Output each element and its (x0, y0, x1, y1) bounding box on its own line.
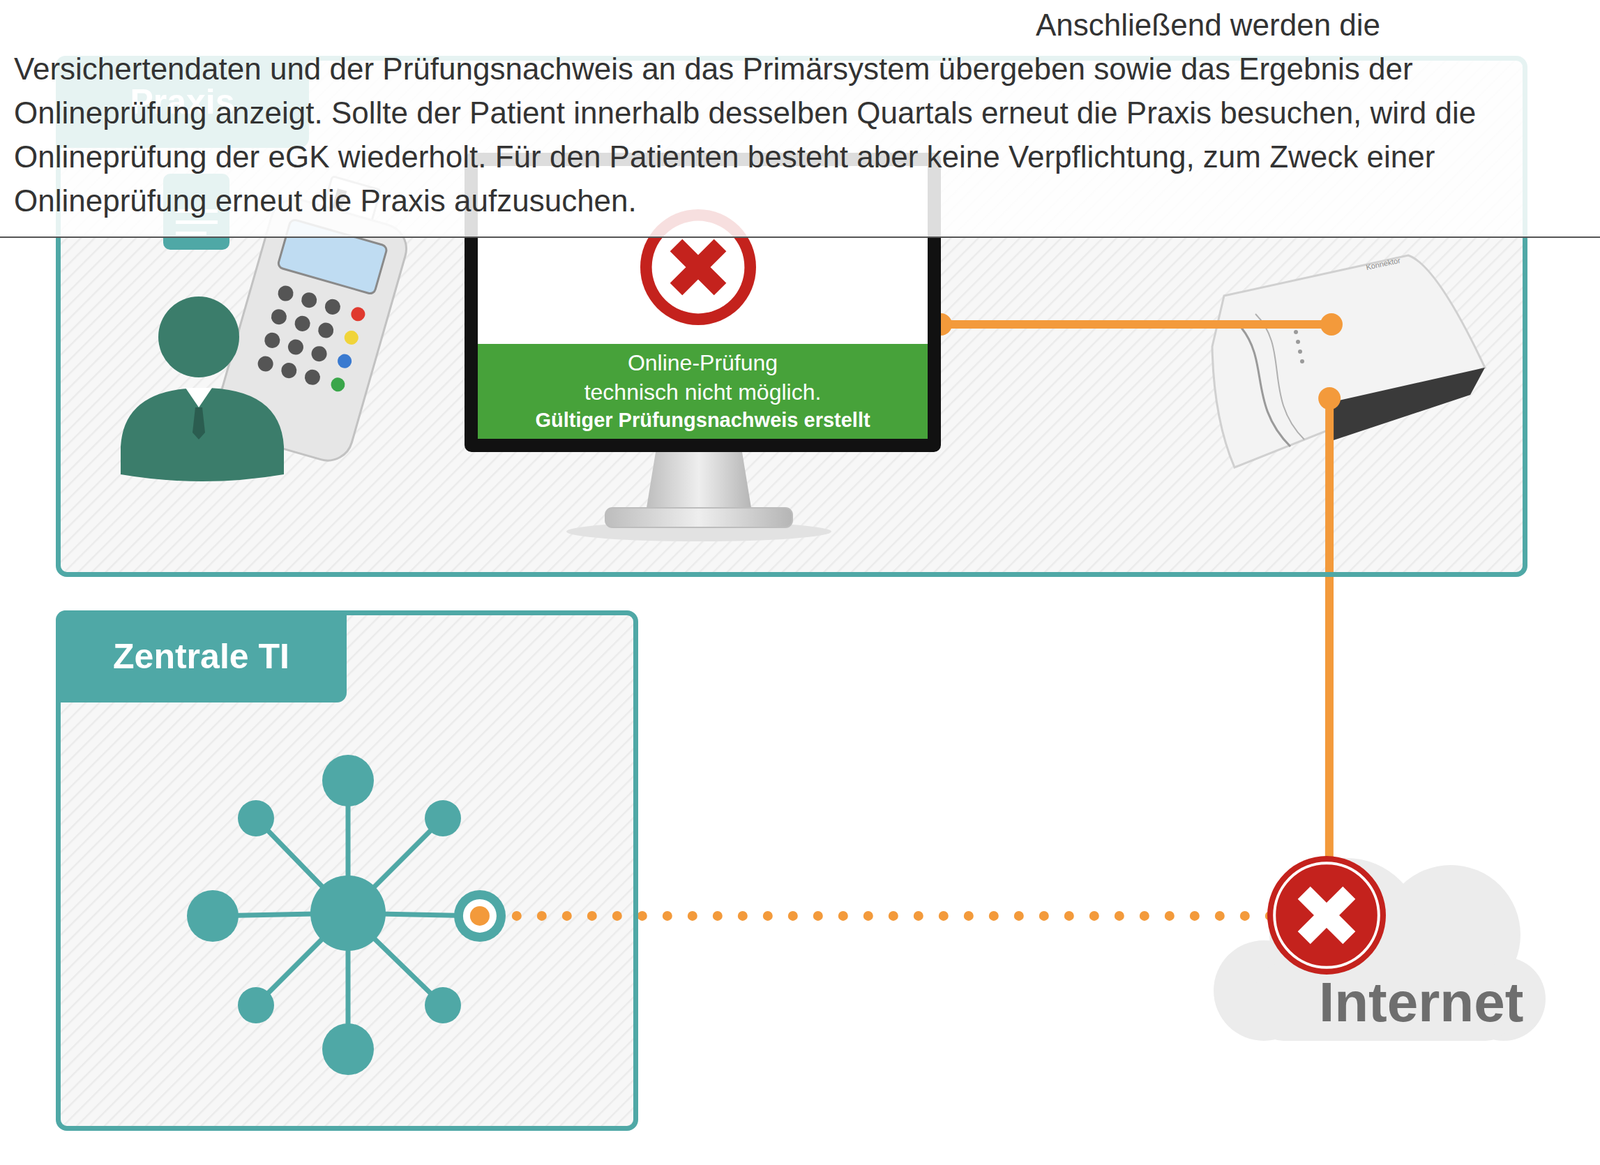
card-terminal (316, 320, 336, 340)
connector-end-dot (1318, 387, 1341, 410)
connector-end-dot (470, 906, 490, 926)
connector-line (940, 320, 1332, 329)
card-terminal (285, 337, 305, 357)
card-terminal (302, 367, 322, 387)
network-icon (186, 754, 506, 1075)
connector-device (1212, 255, 1485, 468)
card-terminal (336, 352, 354, 370)
connector-device (1297, 349, 1303, 354)
error-symbol (1267, 855, 1386, 975)
network-icon (237, 986, 275, 1024)
connector-line (1325, 398, 1334, 858)
status-text: Online-Prüfung technisch nicht möglich. (578, 348, 828, 407)
person-icon (158, 296, 240, 378)
device-label-holder: Konnektor (1364, 255, 1402, 272)
card-terminal (269, 307, 289, 327)
cloud-label-holder: Internet (1318, 974, 1524, 1031)
region-title: Zentrale TI (112, 636, 290, 677)
connector-device (1212, 255, 1485, 468)
connector-end-dot (1320, 313, 1343, 336)
person-icon (120, 387, 284, 482)
monitor-stand (645, 451, 752, 512)
network-icon (424, 800, 462, 837)
error-symbol (640, 209, 757, 326)
dotted-connector (479, 910, 1271, 921)
card-terminal (276, 283, 296, 303)
card-terminal (262, 330, 282, 350)
connector-device (1300, 359, 1305, 364)
card-terminal (299, 290, 319, 310)
network-icon (310, 875, 386, 951)
card-terminal (279, 361, 299, 381)
cloud-node: Internet (1214, 857, 1546, 1041)
node-label: Konnektor (1364, 255, 1402, 272)
status-text: Gültiger Prüfungsnachweis erstellt (534, 406, 870, 434)
node-label: Internet (1318, 974, 1524, 1031)
cloud-shape (1213, 857, 1546, 1041)
connector-device (1295, 339, 1301, 344)
network-icon (322, 754, 374, 807)
note-text: Anschließend werden die Versichertendate… (13, 2, 1587, 223)
connector-device (1255, 313, 1305, 440)
error-symbol (1274, 862, 1379, 968)
card-terminal (349, 305, 367, 323)
error-symbol (640, 209, 757, 326)
connector-device (1293, 329, 1298, 335)
card-terminal (255, 354, 275, 374)
person-icon (185, 387, 213, 408)
card-terminal (329, 375, 347, 394)
card-terminal (292, 313, 312, 333)
network-icon (424, 986, 462, 1024)
tab-label: Zentrale TI (55, 610, 347, 703)
status-band: Online-Prüfung technisch nicht möglich.G… (477, 343, 928, 439)
monitor-stand (605, 507, 793, 528)
network-icon (186, 889, 239, 942)
connector-end-dot (463, 899, 497, 933)
error-symbol (652, 221, 745, 314)
person-icon (120, 296, 284, 482)
card-terminal (342, 329, 360, 347)
error-symbol (1264, 853, 1389, 978)
card-terminal (309, 344, 329, 364)
connector-device (1326, 367, 1485, 441)
person-icon (192, 407, 206, 440)
connector-device (1241, 327, 1291, 447)
error-symbol (675, 244, 720, 289)
monitor-stand (566, 451, 832, 542)
error-symbol (1304, 892, 1350, 939)
region-box: Zentrale TI (55, 610, 639, 1131)
network-icon (322, 1023, 374, 1075)
card-terminal (255, 283, 342, 387)
connector-device: Konnektor (1203, 255, 1485, 470)
card-terminal (322, 297, 342, 316)
network-icon (186, 754, 506, 1075)
network-icon (237, 800, 275, 837)
error-symbol (1267, 855, 1386, 975)
overlay-band: Anschließend werden die Versichertendate… (0, 0, 1600, 238)
network-icon (454, 889, 506, 942)
